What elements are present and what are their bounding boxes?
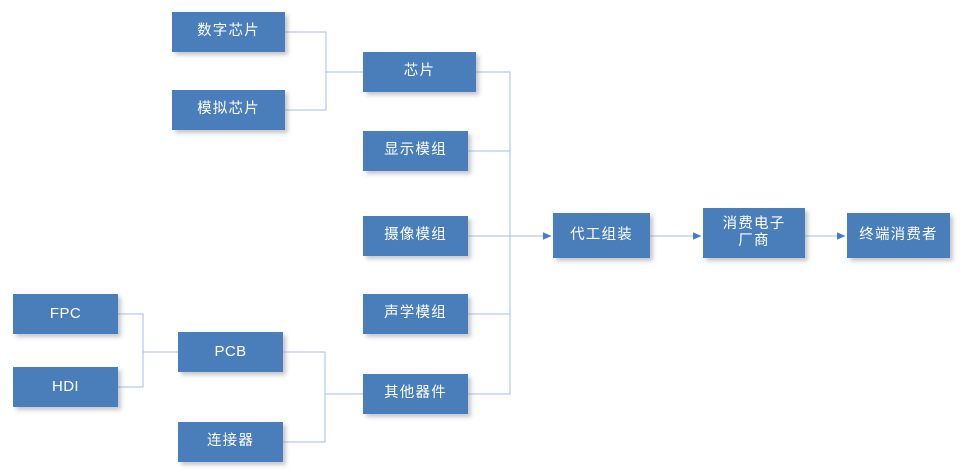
node-end-consumer[interactable]: 终端消费者 — [847, 213, 950, 258]
node-oem-assembly[interactable]: 代工组装 — [553, 213, 650, 258]
edge-other-to-trunk — [468, 236, 511, 395]
edge-hdi-to-pcb — [118, 352, 144, 388]
node-display-module[interactable]: 显示模组 — [363, 131, 468, 171]
edge-digital-to-chip — [285, 31, 363, 73]
node-fpc[interactable]: FPC — [13, 294, 118, 334]
node-analog-chip[interactable]: 模拟芯片 — [172, 90, 285, 130]
node-hdi[interactable]: HDI — [13, 367, 118, 407]
edge-fpc-to-pcb — [118, 313, 178, 353]
node-pcb[interactable]: PCB — [178, 332, 283, 372]
edge-pcb-to-other — [283, 351, 363, 395]
edge-connector-to-other — [283, 394, 326, 443]
node-digital-chip[interactable]: 数字芯片 — [172, 12, 285, 52]
node-chip[interactable]: 芯片 — [363, 52, 476, 92]
node-connector[interactable]: 连接器 — [178, 422, 283, 462]
node-camera-module[interactable]: 摄像模组 — [363, 216, 468, 256]
node-acoustic-module[interactable]: 声学模组 — [363, 294, 468, 334]
node-ce-manufacturer[interactable]: 消费电子 厂商 — [703, 208, 805, 258]
edge-analog-to-chip — [285, 72, 327, 111]
node-other-parts[interactable]: 其他器件 — [363, 374, 468, 414]
edge-chip-to-trunk — [476, 71, 511, 236]
